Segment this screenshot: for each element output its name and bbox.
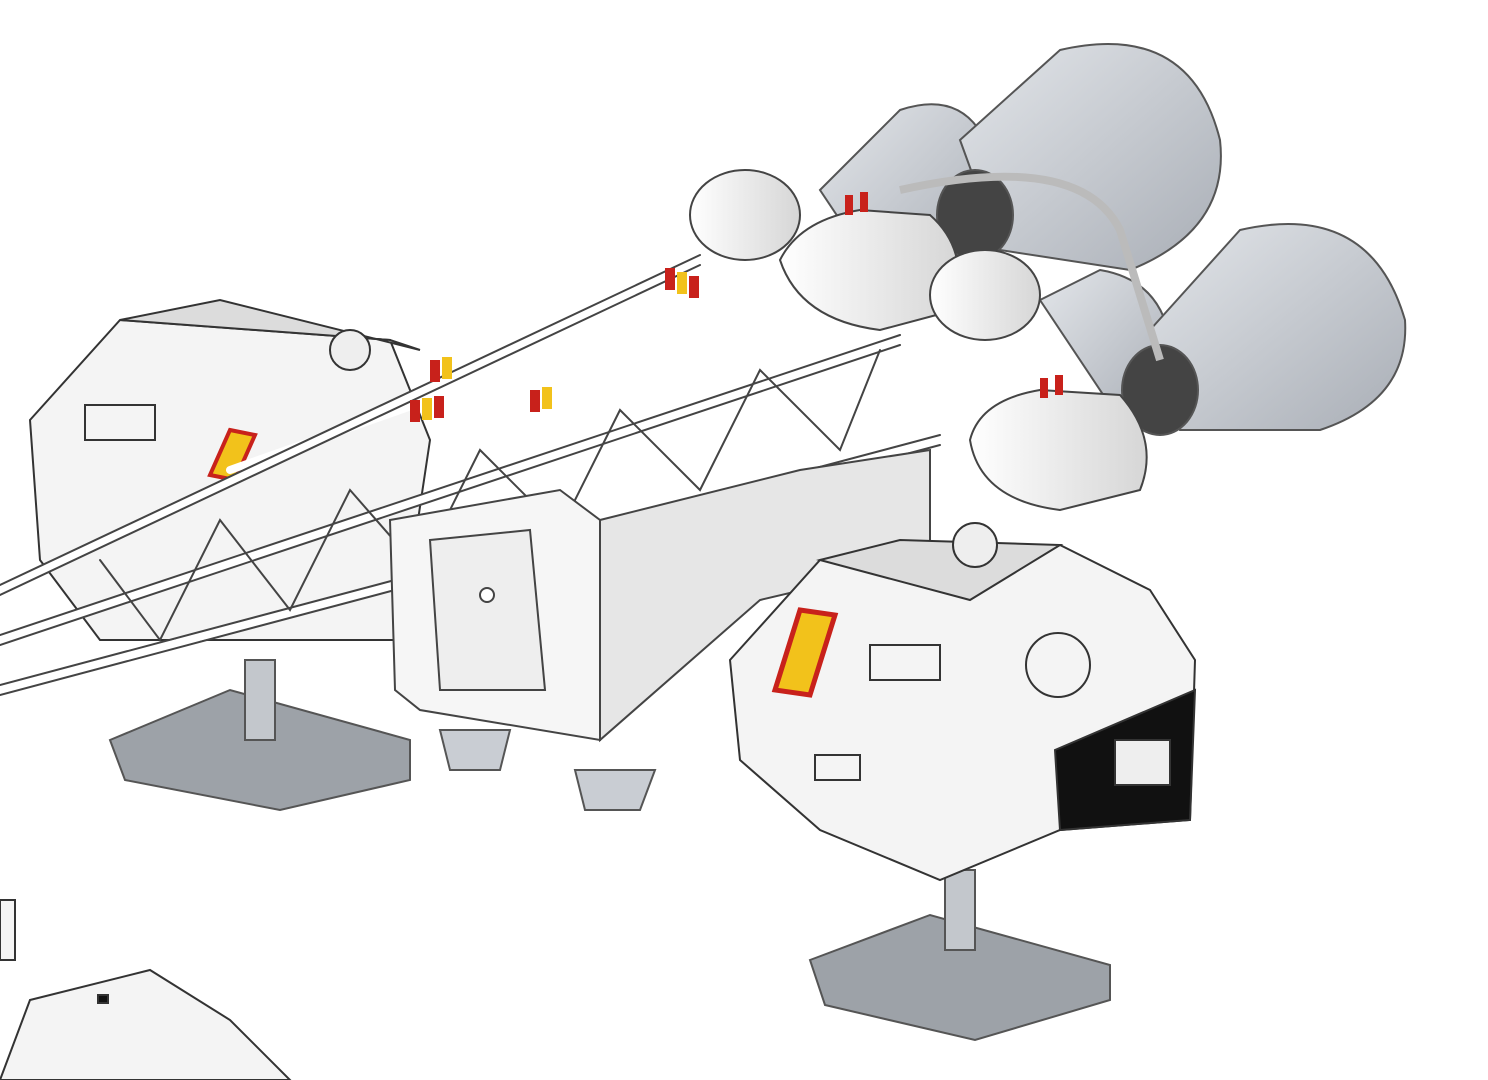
thruster-bell [573,769,657,811]
command-pod-right [728,522,1197,882]
sensor-dome [952,522,998,568]
landing-pad [108,688,411,812]
spherical-tank [689,169,801,261]
window [84,404,156,441]
vent [97,994,109,1004]
sensor-box [1114,739,1171,786]
landing-leg [244,659,276,741]
hatch-door [428,528,547,691]
passenger-module [388,448,931,743]
spine-stripes [410,268,699,422]
engine-bell [1148,223,1407,431]
command-pod-partial [0,899,292,1080]
hatch-handle [479,587,495,603]
sensor-dome [329,329,371,371]
tank-stripes [845,192,1063,398]
window [869,644,941,681]
panel [814,754,861,781]
cylindrical-tank [968,388,1148,512]
fuel-tanks [689,169,1164,512]
thruster-bell [438,729,512,771]
cylindrical-tank [778,208,961,332]
spherical-tank [929,249,1041,341]
lattice-spine [0,254,944,696]
engine-bell [958,43,1222,272]
engine-throat [1121,344,1199,436]
landing-pads [108,659,1111,1042]
fuel-pipe [899,172,1164,362]
stripe-red-yellow [771,607,839,698]
landing-leg [944,869,976,951]
landing-pad [808,913,1111,1042]
docking-port [1025,632,1091,698]
